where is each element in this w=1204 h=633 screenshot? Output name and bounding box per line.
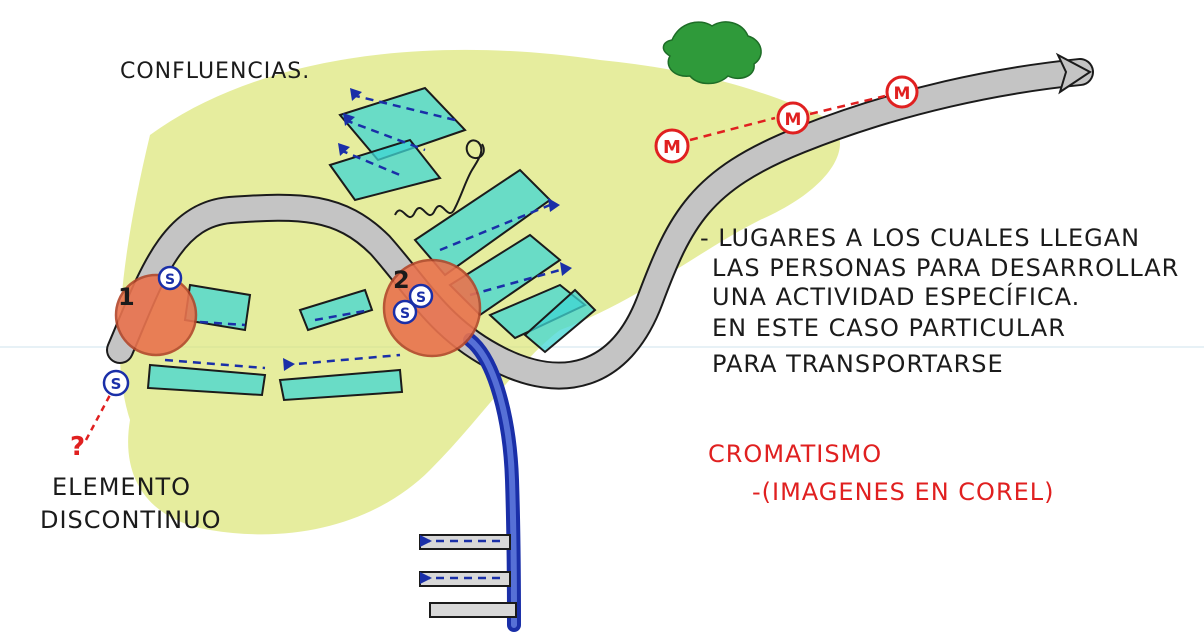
red-dash-line bbox=[84, 394, 112, 441]
cromatismo-note: -(IMAGENES EN COREL) bbox=[752, 478, 1055, 506]
description-line-1: - LUGARES A LOS CUALES LLEGAN bbox=[700, 224, 1140, 252]
flow-center-2 bbox=[314, 308, 371, 322]
node-2 bbox=[382, 258, 482, 358]
stop-label: S bbox=[111, 375, 122, 393]
flow-left-1 bbox=[199, 320, 246, 327]
arrowhead bbox=[283, 358, 295, 371]
metro-dash-line bbox=[689, 116, 776, 142]
description-block: - LUGARES A LOS CUALES LLEGAN LAS PERSON… bbox=[700, 224, 1179, 378]
description-line-2: LAS PERSONAS PARA DESARROLLAR bbox=[712, 254, 1179, 282]
metro-label: M bbox=[663, 137, 681, 158]
stop-marker bbox=[408, 283, 434, 309]
flow-top-3 bbox=[339, 148, 401, 177]
flow-left-2 bbox=[164, 358, 266, 370]
node-1 bbox=[114, 273, 198, 357]
arrowhead bbox=[338, 143, 350, 156]
bottom-bar-3 bbox=[429, 602, 517, 618]
bus-stops: S S S S bbox=[102, 265, 434, 397]
arrowhead bbox=[548, 198, 560, 212]
description-line-5: PARA TRANSPORTARSE bbox=[712, 350, 1004, 378]
stop-marker bbox=[392, 299, 418, 325]
stop-marker bbox=[157, 265, 183, 291]
stop-label: S bbox=[165, 272, 175, 288]
elemento-line-2: DISCONTINUO bbox=[40, 506, 222, 534]
block-center-2 bbox=[278, 368, 404, 402]
dashed-flows bbox=[164, 93, 561, 580]
flow-top-2 bbox=[344, 118, 426, 152]
stop-marker bbox=[102, 369, 130, 397]
question-mark: ? bbox=[70, 432, 85, 462]
description-line-3: UNA ACTIVIDAD ESPECÍFICA. bbox=[712, 282, 1080, 311]
bottom-blocks bbox=[419, 534, 517, 618]
metro-markers: M M M bbox=[654, 75, 919, 164]
stop-label: S bbox=[416, 290, 426, 306]
arrowhead bbox=[350, 88, 362, 101]
metro-marker bbox=[776, 101, 810, 135]
block-left-2 bbox=[146, 363, 267, 397]
metro-marker bbox=[654, 128, 690, 164]
squiggle-mark bbox=[394, 139, 485, 219]
main-road-fill bbox=[108, 60, 1092, 388]
flow-mid-2 bbox=[469, 268, 561, 297]
node-2-label: 2 bbox=[393, 266, 411, 294]
arrowhead bbox=[420, 535, 432, 547]
metro-label: M bbox=[785, 110, 802, 130]
cromatismo-heading: CROMATISMO bbox=[708, 440, 882, 468]
metro-label: M bbox=[894, 84, 911, 104]
flow-top-1 bbox=[351, 93, 456, 122]
arrowhead bbox=[343, 113, 355, 126]
flow-center-1 bbox=[284, 353, 401, 367]
flow-mid-1 bbox=[439, 203, 551, 252]
road-arrowhead bbox=[1055, 52, 1092, 95]
metro-marker bbox=[885, 75, 919, 109]
stop-label: S bbox=[400, 306, 410, 322]
elemento-line-1: ELEMENTO bbox=[52, 473, 191, 501]
node-1-label: 1 bbox=[118, 283, 136, 311]
description-line-4: EN ESTE CASO PARTICULAR bbox=[712, 314, 1066, 342]
block-right bbox=[523, 288, 597, 354]
blue-route-edge bbox=[467, 337, 517, 628]
block-top-1 bbox=[338, 86, 467, 162]
arrowhead bbox=[420, 572, 432, 584]
tree-icon bbox=[662, 21, 762, 85]
arrowhead bbox=[560, 262, 572, 276]
sketch-title: CONFLUENCIAS. bbox=[120, 59, 310, 84]
flow-arrowheads bbox=[283, 88, 572, 584]
